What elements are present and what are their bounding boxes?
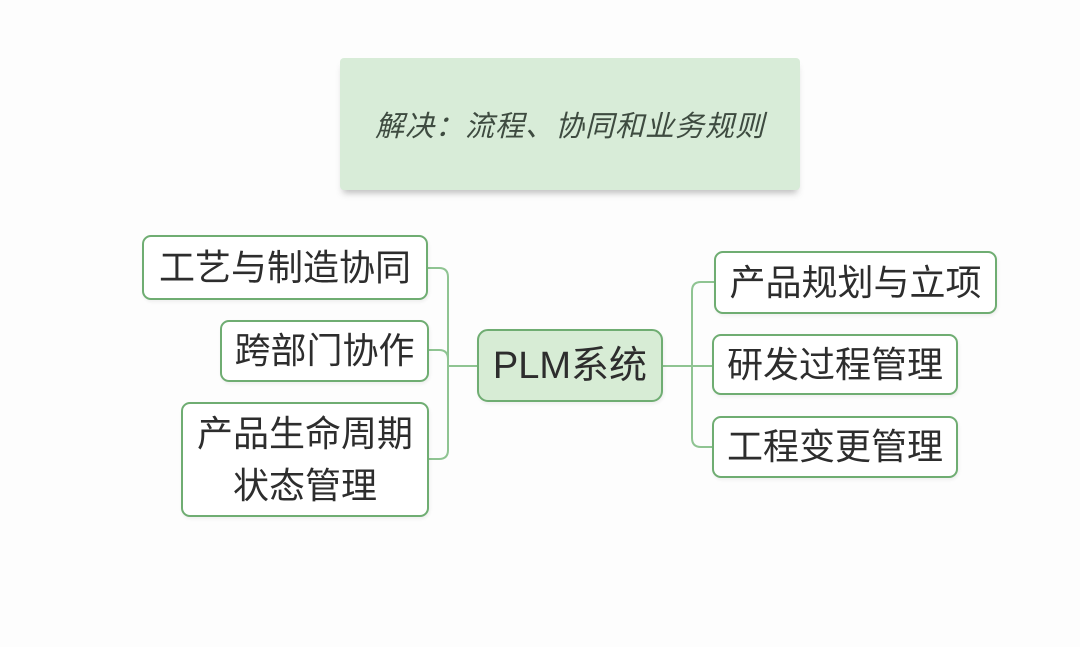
- node-plm-system-root[interactable]: PLM系统: [477, 329, 663, 402]
- connector-right-branch-3: [691, 365, 713, 448]
- node-product-lifecycle-status-management[interactable]: 产品生命周期状态管理: [181, 402, 429, 517]
- node-rd-process-management[interactable]: 研发过程管理: [712, 334, 958, 395]
- solution-banner-label: 解决：流程、协同和业务规则: [374, 111, 765, 143]
- node-process-manufacturing-collaboration[interactable]: 工艺与制造协同: [142, 235, 428, 300]
- connector-left-branch-3: [428, 365, 449, 460]
- solution-banner[interactable]: 解决：流程、协同和业务规则: [340, 58, 800, 190]
- connector-right-branch-1: [691, 281, 715, 367]
- connector-left-branch-1: [426, 267, 449, 367]
- node-engineering-change-management[interactable]: 工程变更管理: [712, 416, 958, 478]
- connector-left-branch-2: [426, 349, 449, 367]
- node-product-planning-initiation[interactable]: 产品规划与立项: [714, 251, 997, 314]
- node-cross-department-collaboration[interactable]: 跨部门协作: [220, 320, 429, 382]
